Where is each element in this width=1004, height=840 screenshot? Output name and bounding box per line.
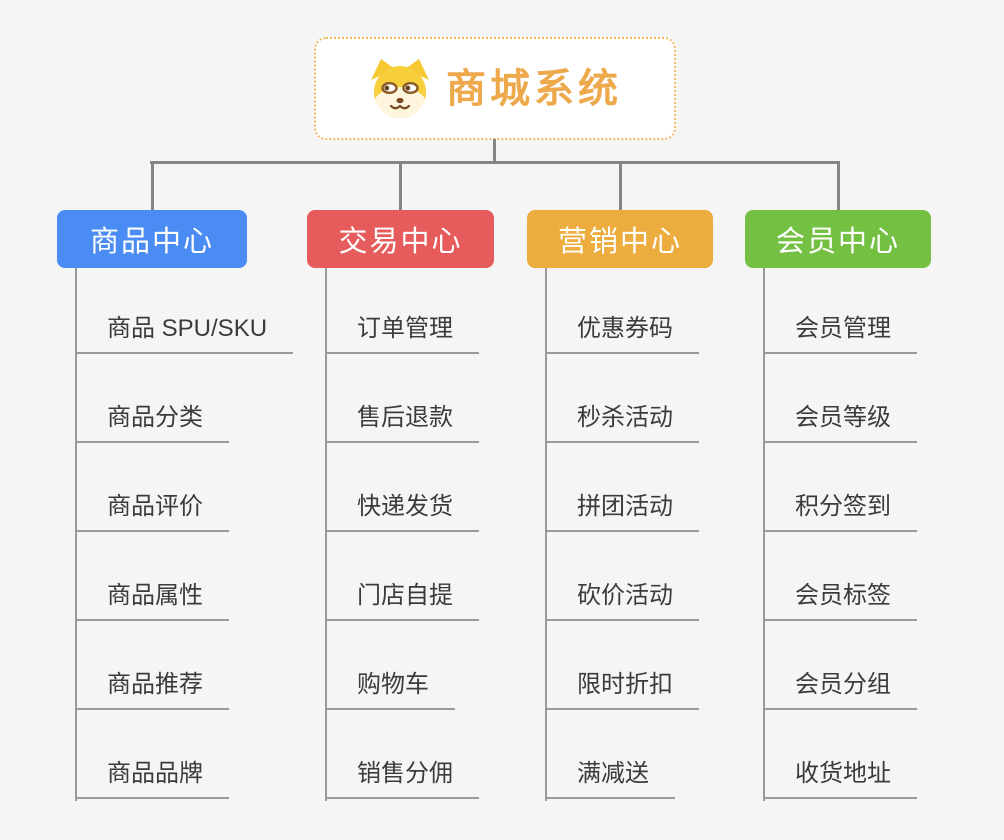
branch-header[interactable]: 交易中心 <box>307 210 494 268</box>
branch-connector-stub <box>836 163 840 210</box>
branch-trunk-line <box>545 268 547 801</box>
branch-connector-stub <box>618 163 622 210</box>
branch-item[interactable]: 商品属性 <box>75 532 247 621</box>
branch-item-label: 商品 SPU/SKU <box>75 315 294 354</box>
branch-item-label: 门店自提 <box>325 582 479 621</box>
branch-item-label: 拼团活动 <box>545 493 699 532</box>
branch-item[interactable]: 秒杀活动 <box>545 354 713 443</box>
branch-item[interactable]: 会员等级 <box>763 354 931 443</box>
branch-item[interactable]: 购物车 <box>325 621 494 710</box>
branch-item-label: 秒杀活动 <box>545 404 699 443</box>
branch-item[interactable]: 会员标签 <box>763 532 931 621</box>
branch-item[interactable]: 订单管理 <box>325 268 494 354</box>
branch-item[interactable]: 拼团活动 <box>545 443 713 532</box>
connector-horizontal-line <box>150 161 840 164</box>
root-node-mall-system[interactable]: 商城系统 <box>314 37 676 140</box>
branch-item-label: 售后退款 <box>325 404 479 443</box>
branch-item-label: 会员等级 <box>763 404 917 443</box>
branch-item[interactable]: 销售分佣 <box>325 710 494 799</box>
branch-item-list: 订单管理售后退款快递发货门店自提购物车销售分佣 <box>325 268 494 799</box>
branch-item[interactable]: 商品推荐 <box>75 621 247 710</box>
branch-item[interactable]: 商品分类 <box>75 354 247 443</box>
branch-item[interactable]: 优惠券码 <box>545 268 713 354</box>
branch-item-label: 收货地址 <box>763 760 917 799</box>
branch-item-label: 优惠券码 <box>545 315 699 354</box>
branch-item-list: 优惠券码秒杀活动拼团活动砍价活动限时折扣满减送 <box>545 268 713 799</box>
branch-item-label: 商品品牌 <box>75 760 229 799</box>
branch-item-label: 砍价活动 <box>545 582 699 621</box>
branch-trunk-line <box>763 268 765 801</box>
branch-3: 营销中心优惠券码秒杀活动拼团活动砍价活动限时折扣满减送 <box>527 163 713 801</box>
branch-item-list: 商品 SPU/SKU 商品分类商品评价商品属性商品推荐商品品牌 <box>75 268 294 799</box>
branch-item-label: 会员管理 <box>763 315 917 354</box>
connector-root-drop-line <box>493 139 496 163</box>
branch-item-label: 商品评价 <box>75 493 229 532</box>
branch-item[interactable]: 会员管理 <box>763 268 931 354</box>
branch-item-label: 订单管理 <box>325 315 479 354</box>
branch-item[interactable]: 砍价活动 <box>545 532 713 621</box>
branch-item-label: 会员分组 <box>763 671 917 710</box>
branch-item-label: 快递发货 <box>325 493 479 532</box>
branch-4: 会员中心会员管理会员等级积分签到会员标签会员分组收货地址 <box>745 163 931 801</box>
branch-item-label: 限时折扣 <box>545 671 699 710</box>
branch-item-label: 购物车 <box>325 671 455 710</box>
branch-item[interactable]: 商品品牌 <box>75 710 247 799</box>
branch-item-list: 会员管理会员等级积分签到会员标签会员分组收货地址 <box>763 268 931 799</box>
branch-item[interactable]: 快递发货 <box>325 443 494 532</box>
branch-item[interactable]: 会员分组 <box>763 621 931 710</box>
branch-item-label: 商品推荐 <box>75 671 229 710</box>
branch-item[interactable]: 收货地址 <box>763 710 931 799</box>
branch-item-label: 销售分佣 <box>325 760 479 799</box>
branch-item[interactable]: 满减送 <box>545 710 713 799</box>
root-title: 商城系统 <box>446 66 622 111</box>
branch-connector-stub <box>399 163 402 210</box>
branch-item-label: 商品分类 <box>75 404 229 443</box>
branch-item-label: 会员标签 <box>763 582 917 621</box>
branch-header[interactable]: 营销中心 <box>527 210 713 268</box>
branch-connector-stub <box>150 163 154 210</box>
branch-1: 商品中心商品 SPU/SKU 商品分类商品评价商品属性商品推荐商品品牌 <box>57 163 294 801</box>
branch-item[interactable]: 商品评价 <box>75 443 247 532</box>
branch-header[interactable]: 商品中心 <box>57 210 247 268</box>
branch-header[interactable]: 会员中心 <box>745 210 931 268</box>
branch-item-label: 积分签到 <box>763 493 917 532</box>
branch-item[interactable]: 售后退款 <box>325 354 494 443</box>
branch-item-label: 满减送 <box>545 760 675 799</box>
branch-2: 交易中心订单管理售后退款快递发货门店自提购物车销售分佣 <box>307 163 494 801</box>
branch-item[interactable]: 商品 SPU/SKU <box>75 268 294 354</box>
branch-trunk-line <box>325 268 327 801</box>
branch-item[interactable]: 积分签到 <box>763 443 931 532</box>
branch-item[interactable]: 门店自提 <box>325 532 494 621</box>
branch-item-label: 商品属性 <box>75 582 229 621</box>
branch-item[interactable]: 限时折扣 <box>545 621 713 710</box>
dog-face-icon <box>368 58 432 120</box>
branch-trunk-line <box>75 268 77 801</box>
